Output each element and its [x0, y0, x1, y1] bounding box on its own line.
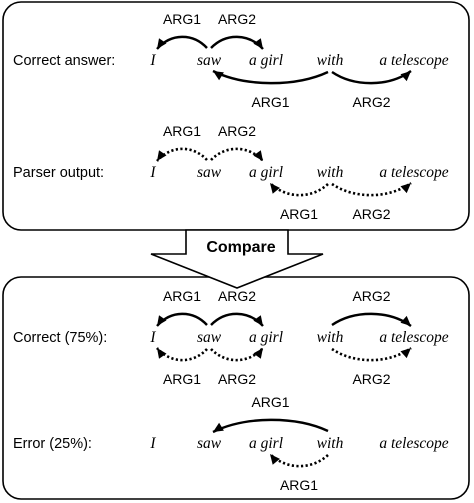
bottom-panel: [2, 276, 470, 500]
arg-label: ARG2: [352, 371, 390, 387]
arg-label: ARG1: [163, 288, 201, 304]
arg-label: ARG2: [352, 206, 390, 222]
arrowhead: [157, 38, 167, 49]
sentence-word: I: [149, 164, 156, 181]
arrowhead: [270, 454, 280, 465]
arrowhead: [157, 150, 167, 161]
sentence-word: saw: [197, 329, 222, 346]
sentence-word: I: [149, 52, 156, 69]
solid-arc: [212, 69, 329, 85]
arg-label: ARG1: [280, 477, 318, 493]
arg-label: ARG2: [352, 288, 390, 304]
arrowhead: [157, 315, 167, 326]
dotted-arc: [269, 182, 329, 197]
arg-label: ARG1: [280, 206, 318, 222]
row-label: Correct (75%):: [13, 330, 107, 346]
arg-label: ARG2: [218, 11, 256, 27]
arrowhead: [253, 150, 263, 161]
arrowhead: [253, 315, 263, 326]
arrowhead: [400, 348, 411, 359]
compare-arrow: [150, 229, 324, 289]
sentence-word: a girl: [249, 329, 283, 346]
sentence-word: saw: [197, 435, 222, 452]
arg-label: ARG2: [218, 123, 256, 139]
arrowhead: [157, 348, 167, 359]
sentence-word: I: [149, 329, 156, 346]
arrowhead: [400, 315, 411, 326]
row-label: Correct answer:: [13, 53, 115, 69]
arrowhead: [400, 183, 411, 194]
compare-label: Compare: [206, 239, 275, 256]
arrowhead: [253, 348, 263, 359]
arg-label: ARG1: [251, 394, 289, 410]
row-label: Error (25%):: [13, 436, 92, 452]
dotted-arc: [269, 453, 329, 468]
sentence-word: saw: [197, 52, 222, 69]
sentence-word: with: [317, 164, 344, 181]
sentence-word: a telescope: [379, 329, 448, 346]
arg-label: ARG1: [163, 123, 201, 139]
row-label: Parser output:: [13, 165, 104, 181]
arg-label: ARG2: [218, 288, 256, 304]
sentence-word: a telescope: [379, 435, 448, 452]
sentence-word: a telescope: [379, 52, 448, 69]
arrowhead: [270, 183, 280, 194]
arrowhead: [400, 71, 411, 82]
sentence-word: I: [149, 435, 156, 452]
arrowhead: [213, 71, 224, 81]
sentence-word: with: [317, 329, 344, 346]
arg-label: ARG1: [163, 11, 201, 27]
sentence-word: a girl: [249, 164, 283, 181]
arg-label: ARG1: [163, 371, 201, 387]
arrowhead: [253, 38, 263, 49]
sentence-word: a girl: [249, 435, 283, 452]
sentence-word: saw: [197, 164, 222, 181]
sentence-word: with: [317, 435, 344, 452]
arg-label: ARG1: [251, 94, 289, 110]
sentence-word: a telescope: [379, 164, 448, 181]
sentence-word: with: [317, 52, 344, 69]
solid-arc: [212, 418, 329, 434]
arg-label: ARG2: [352, 94, 390, 110]
sentence-word: a girl: [249, 52, 283, 69]
arg-label: ARG2: [218, 371, 256, 387]
arrowhead: [213, 422, 224, 432]
